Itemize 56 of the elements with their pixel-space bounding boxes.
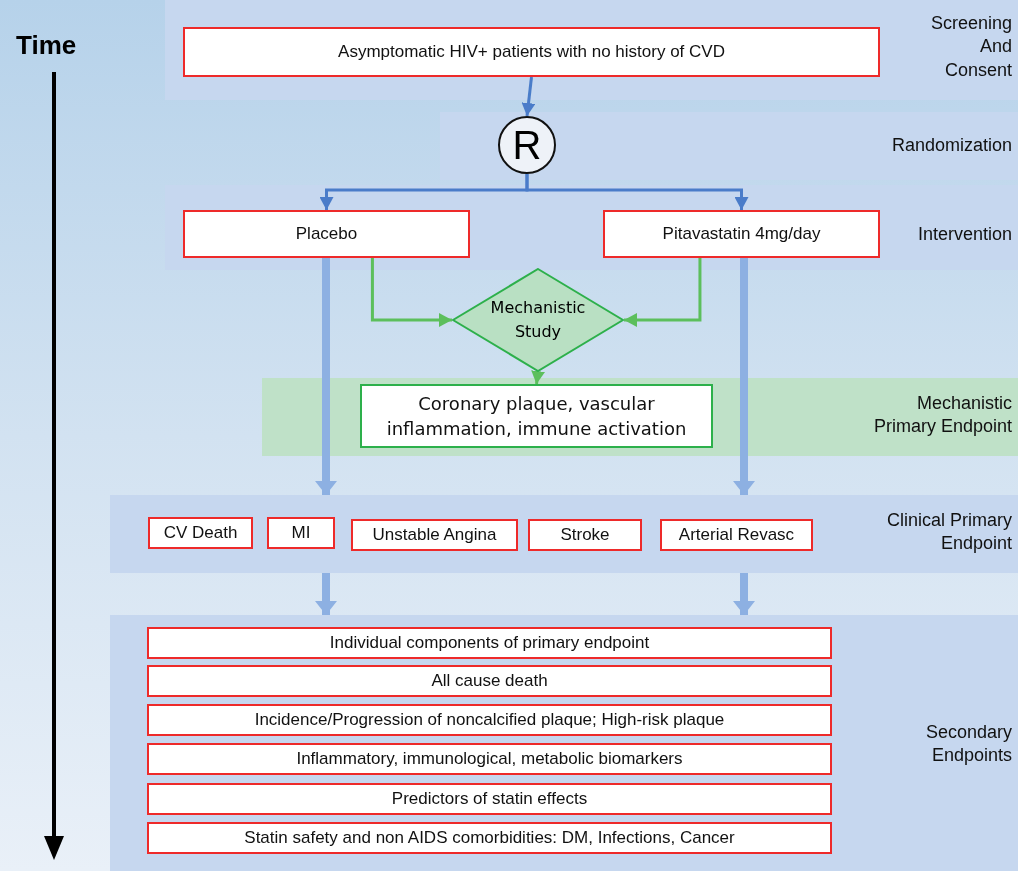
process-box — [660, 519, 813, 551]
process-box — [183, 27, 880, 77]
box-label: Individual components of primary endpoint — [329, 633, 650, 653]
phase-label: Secondary Endpoints — [924, 721, 1012, 768]
arrow — [315, 258, 337, 495]
process-box — [148, 517, 253, 549]
process-box — [183, 210, 470, 258]
box-label: Pitavastatin 4mg/day — [662, 224, 821, 244]
phase-band — [165, 185, 1018, 270]
phase-band — [110, 495, 1018, 573]
phase-label: Clinical Primary Endpoint — [886, 509, 1012, 556]
process-box — [147, 627, 832, 659]
box-label: Predictors of statin effects — [391, 789, 588, 809]
box-label: Mechanistic Study — [489, 297, 587, 343]
process-box — [267, 517, 335, 549]
phase-label: Screening And Consent — [929, 12, 1012, 82]
process-box — [528, 519, 642, 551]
phase-label: Randomization — [891, 134, 1012, 157]
box-label: Stroke — [560, 525, 610, 545]
arrow — [733, 573, 755, 615]
arrow — [531, 370, 546, 385]
decision-diamond — [452, 268, 624, 372]
box-label: Placebo — [295, 224, 358, 244]
box-label: Asymptomatic HIV+ patients with no history of CVD — [338, 42, 725, 62]
process-box — [351, 519, 518, 551]
box-label: MI — [291, 523, 311, 543]
box-label: Arterial Revasc — [678, 525, 795, 545]
randomization-symbol: R — [512, 125, 542, 165]
randomization-circle — [498, 116, 556, 174]
process-box — [603, 210, 880, 258]
process-box — [147, 822, 832, 854]
endpoint-box — [360, 384, 713, 448]
phase-band — [165, 0, 1018, 100]
phase-band — [110, 615, 1018, 871]
box-label: Incidence/Progression of noncalcified plaque; High-risk plaque — [254, 710, 725, 730]
axis-label: Time — [16, 30, 77, 61]
box-label: Coronary plaque, vascular inflammation, immune activation — [385, 391, 688, 441]
arrow — [733, 258, 755, 495]
arrow — [521, 76, 536, 117]
box-label: Unstable Angina — [372, 525, 497, 545]
box-label: All cause death — [431, 671, 548, 691]
process-box — [147, 743, 832, 775]
phase-band — [262, 378, 1018, 456]
phase-band — [440, 112, 1018, 180]
box-label: Inflammatory, immunological, metabolic biomarkers — [296, 749, 683, 769]
process-box — [147, 783, 832, 815]
box-label: CV Death — [163, 523, 238, 543]
arrow — [624, 258, 702, 327]
phase-label: Intervention — [917, 223, 1012, 246]
box-label: Statin safety and non AIDS comorbidities: DM, Infections, Cancer — [244, 828, 735, 848]
process-box — [147, 665, 832, 697]
arrow — [525, 174, 749, 210]
process-box — [147, 704, 832, 736]
arrow — [370, 258, 452, 327]
arrow — [315, 573, 337, 615]
phase-label: Mechanistic Primary Endpoint — [872, 392, 1012, 439]
